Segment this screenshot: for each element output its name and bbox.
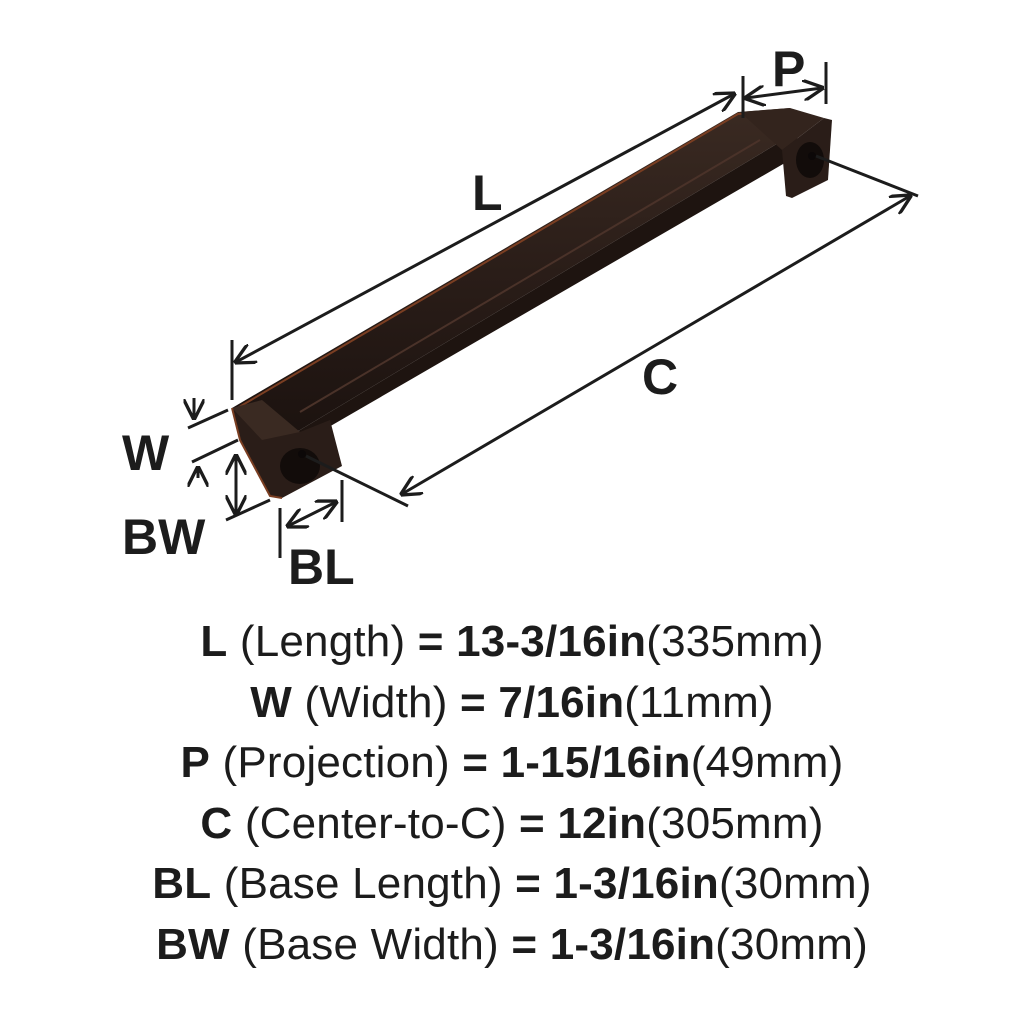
spec-imperial: 1-3/16in (549, 919, 716, 969)
cabinet-pull-image (231, 108, 832, 499)
label-BW: BW (122, 509, 206, 565)
spec-row-center-to-center: C (Center-to-C) = 12in(305mm) (0, 794, 1024, 855)
spec-row-base-length: BL (Base Length) = 1-3/16in(30mm) (0, 854, 1024, 915)
dimension-lines (188, 62, 919, 558)
spec-symbol: P (180, 738, 211, 787)
spec-symbol: BL (152, 859, 212, 908)
spec-equals: = (417, 617, 444, 666)
spec-row-projection: P (Projection) = 1-15/16in(49mm) (0, 733, 1024, 794)
spec-symbol: L (200, 617, 228, 666)
spec-symbol: C (200, 798, 233, 848)
dim-C-extension-right (815, 154, 919, 198)
spec-imperial: 1-15/16in (500, 738, 691, 787)
spec-metric: (30mm) (715, 919, 868, 969)
spec-imperial: 13-3/16in (456, 617, 647, 666)
spec-symbol: W (250, 677, 292, 727)
spec-row-length: L (Length) = 13-3/16in(335mm) (0, 612, 1024, 673)
dim-C-arrow (402, 196, 910, 494)
spec-description: (Base Length) (223, 859, 503, 908)
pull-dimension-diagram: L P C W BW BL (122, 41, 919, 595)
spec-description: (Base Width) (242, 919, 499, 969)
spec-description: (Length) (239, 617, 406, 666)
spec-equals: = (462, 738, 489, 787)
dimension-spec-list: L (Length) = 13-3/16in(335mm) W (Width) … (0, 612, 1024, 975)
label-W: W (122, 425, 170, 481)
spec-equals: = (511, 919, 538, 969)
spec-metric: (305mm) (646, 798, 824, 848)
spec-row-width: W (Width) = 7/16in(11mm) (0, 673, 1024, 734)
spec-metric: (11mm) (624, 677, 774, 727)
dim-P-arrow (746, 88, 822, 98)
spec-description: (Center-to-C) (244, 798, 507, 848)
dim-C-extension-left (305, 454, 409, 508)
spec-description: (Width) (304, 677, 448, 727)
spec-metric: (335mm) (646, 617, 824, 666)
spec-imperial: 7/16in (498, 677, 625, 727)
spec-imperial: 12in (557, 798, 647, 848)
spec-metric: (30mm) (718, 859, 872, 908)
label-C: C (642, 349, 678, 405)
spec-imperial: 1-3/16in (553, 859, 719, 908)
spec-equals: = (460, 677, 486, 727)
spec-row-base-width: BW (Base Width) = 1-3/16in(30mm) (0, 915, 1024, 976)
spec-equals: = (515, 859, 542, 908)
spec-equals: = (519, 798, 545, 848)
spec-description: (Projection) (222, 738, 450, 787)
label-BL: BL (288, 539, 355, 595)
label-P: P (772, 41, 805, 97)
spec-metric: (49mm) (690, 738, 844, 787)
label-L: L (472, 165, 503, 221)
spec-symbol: BW (156, 919, 230, 969)
